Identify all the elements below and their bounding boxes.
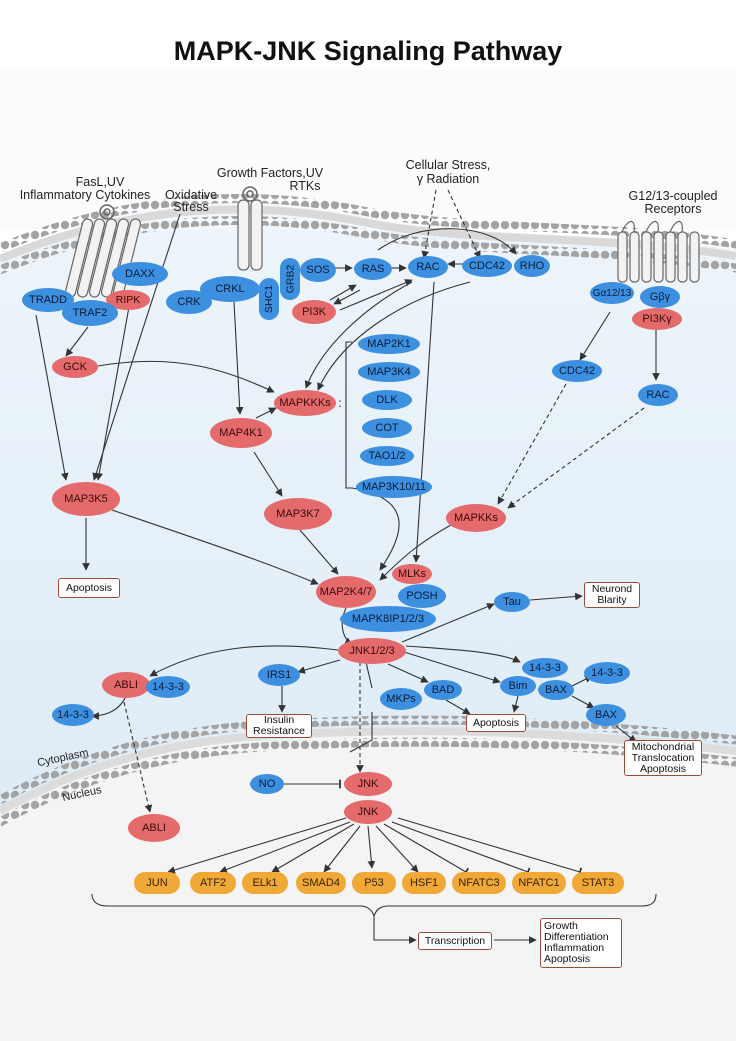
stimulus-inflammatory-cytokines: Inflammatory Cytokines (19, 188, 151, 202)
node-bax-2: BAX (586, 704, 626, 726)
node-map2k4-7: MAP2K4/7 (316, 576, 376, 608)
node-mapk8ip: MAPK8IP1/2/3 (340, 606, 436, 632)
node-tau: Tau (494, 592, 530, 612)
node-pi3k-gamma: PI3Kγ (632, 308, 682, 330)
node-ripk: RIPK (106, 290, 150, 310)
node-rho: RHO (514, 255, 550, 277)
node-abli-nucleus: ABLI (128, 814, 180, 842)
tnf-receptor (64, 218, 142, 298)
tf-nfatc3: NFATC3 (452, 872, 506, 894)
node-dlk: DLK (362, 390, 412, 410)
node-g-alpha: Gα12/13 (590, 282, 634, 304)
stimulus-stress: Stress (173, 200, 209, 214)
stimulus-rtks: RTKs (289, 179, 321, 193)
node-grb2: GRB2 (280, 258, 300, 300)
node-map2k1: MAP2K1 (358, 334, 420, 354)
tf-elk1: ELk1 (242, 872, 288, 894)
outcome-apoptosis-left: Apoptosis (58, 578, 120, 598)
stimulus-growth-factors: Growth Factors,UV (216, 166, 324, 180)
node-14-3-3-c: 14-3-3 (522, 658, 568, 678)
node-jnk-b: JNK (344, 800, 392, 824)
cell-membrane-outer (0, 193, 736, 253)
node-bax: BAX (538, 680, 574, 700)
node-map4k1: MAP4K1 (210, 418, 272, 448)
node-traf2: TRAF2 (62, 300, 118, 326)
node-irs1: IRS1 (258, 664, 300, 686)
stimulus-fasl-uv: FasL,UV (75, 175, 125, 189)
nuclear-membrane-inner (0, 737, 736, 827)
tf-stat3: STAT3 (572, 872, 624, 894)
tf-smad4: SMAD4 (296, 872, 346, 894)
node-crk: CRK (166, 290, 212, 314)
node-rac-right: RAC (638, 384, 678, 406)
stimulus-cellular-stress: Cellular Stress, (405, 158, 491, 172)
node-map3k4: MAP3K4 (358, 362, 420, 382)
node-cdc42: CDC42 (462, 255, 512, 277)
node-map3k7: MAP3K7 (264, 498, 332, 530)
node-sos: SOS (300, 258, 336, 282)
node-map3k10-11: MAP3K10/11 (356, 476, 432, 498)
node-jnk123: JNK1/2/3 (338, 638, 406, 664)
node-posh: POSH (398, 584, 446, 608)
tf-atf2: ATF2 (190, 872, 236, 894)
node-rac: RAC (408, 256, 448, 278)
node-14-3-3-d: 14-3-3 (584, 662, 630, 684)
tf-hsf1: HSF1 (402, 872, 446, 894)
outcome-transcription: Transcription (418, 932, 492, 950)
stimulus-g-coupled: G12/13-coupled (628, 189, 718, 203)
node-bad: BAD (424, 680, 462, 700)
node-gck: GCK (52, 356, 98, 378)
tf-nfatc1: NFATC1 (512, 872, 566, 894)
node-g-beta-gamma: Gβγ (640, 286, 680, 308)
mapkkks-colon: : (338, 396, 342, 410)
node-bim: Bim (500, 676, 536, 696)
page-title: MAPK-JNK Signaling Pathway (173, 36, 563, 66)
node-mapkks: MAPKKs (446, 504, 506, 532)
node-map3k5: MAP3K5 (52, 482, 120, 516)
node-jnk-a: JNK (344, 772, 392, 796)
rtk-receptor (237, 199, 263, 271)
node-14-3-3-b: 14-3-3 (52, 704, 94, 726)
node-no: NO (250, 774, 284, 794)
node-tao12: TAO1/2 (360, 446, 414, 466)
tf-jun: JUN (134, 872, 180, 894)
node-14-3-3-a: 14-3-3 (146, 676, 190, 698)
node-daxx: DAXX (112, 262, 168, 286)
node-mapkkks: MAPKKKs (274, 390, 336, 416)
node-crkl: CRKL (200, 276, 260, 302)
outcome-apoptosis-mid: Apoptosis (466, 714, 526, 732)
node-pi3k: PI3K (292, 300, 336, 324)
node-mkps: MKPs (380, 688, 422, 710)
stimulus-gamma-radiation: γ Radiation (416, 172, 480, 186)
stimulus-oxidative: Oxidative (164, 188, 218, 202)
node-cdc42-right: CDC42 (552, 360, 602, 382)
node-cot: COT (362, 418, 412, 438)
node-shc1: SHC1 (259, 278, 279, 320)
node-abli: ABLI (102, 672, 150, 698)
gpcr-receptor (617, 231, 700, 283)
node-mlks: MLKs (392, 564, 432, 584)
node-ras: RAS (354, 258, 392, 280)
stimulus-receptors: Receptors (644, 202, 702, 216)
tf-p53: P53 (352, 872, 396, 894)
